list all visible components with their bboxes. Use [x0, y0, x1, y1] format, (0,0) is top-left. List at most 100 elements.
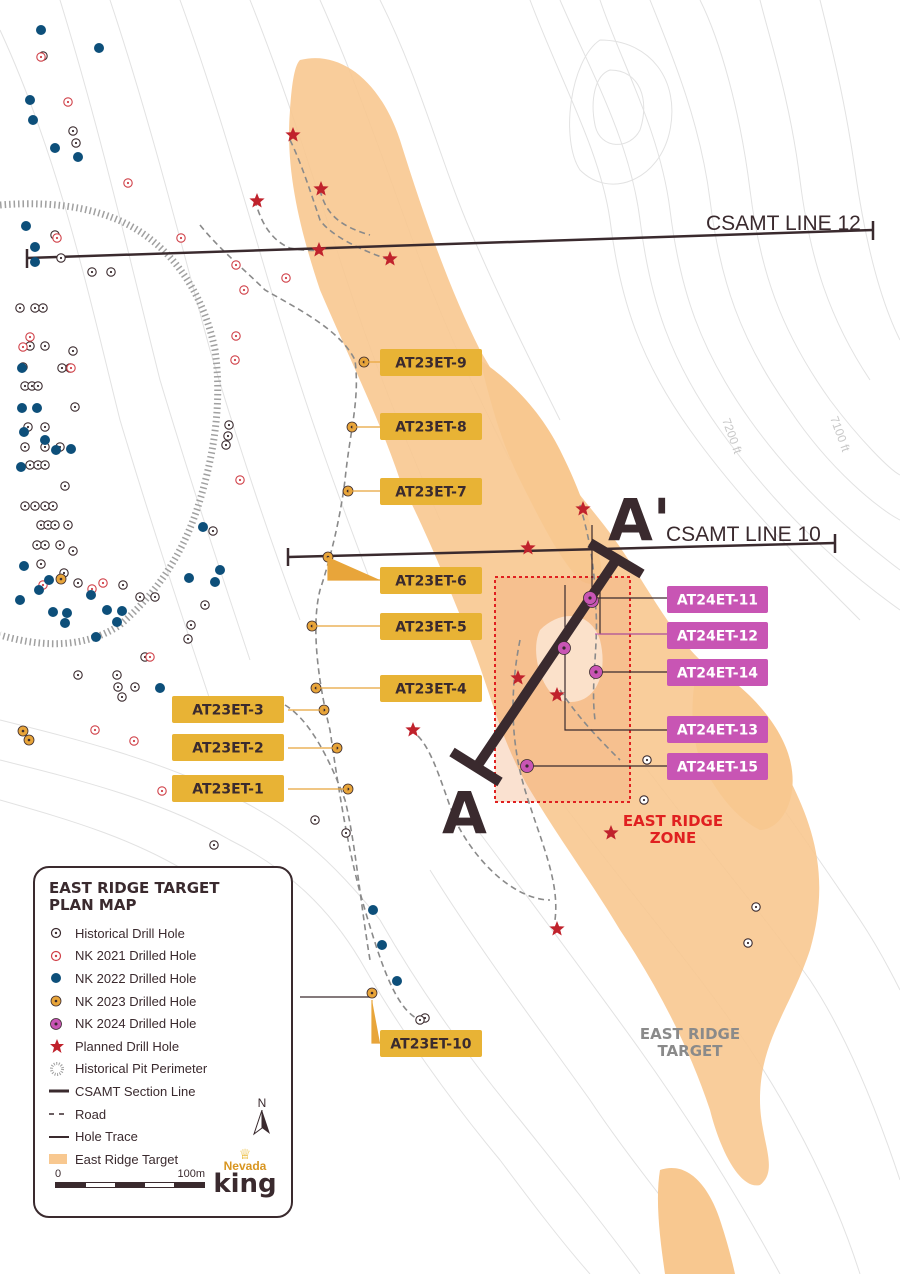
nk2022-drilled-hole — [32, 403, 42, 413]
planned-drill-hole-star — [382, 251, 398, 266]
nk2022-drilled-hole — [44, 575, 54, 585]
historical-drill-hole — [57, 363, 67, 373]
historical-drill-hole — [130, 682, 140, 692]
csamt-line-12-label: CSAMT LINE 12 — [706, 212, 861, 235]
label-leaders — [288, 361, 380, 1044]
nk2022-drilled-hole — [36, 25, 46, 35]
legend-label: NK 2023 Drilled Hole — [75, 993, 197, 1009]
planned-drill-hole-star — [603, 825, 619, 840]
historical-drill-hole — [118, 580, 128, 590]
historical-drill-hole — [68, 126, 78, 136]
nk2022-drilled-hole — [377, 940, 387, 950]
legend-label: East Ridge Target — [75, 1151, 179, 1167]
historical-drill-hole — [743, 938, 753, 948]
historical-drill-hole — [55, 540, 65, 550]
east-ridge-target-label-1: EAST RIDGE — [640, 1025, 740, 1043]
hole-label-2023: AT23ET-5 — [380, 613, 482, 640]
hole-label-text: AT23ET-10 — [390, 1037, 471, 1053]
legend-title-line-1: EAST RIDGE TARGET — [49, 879, 220, 897]
planned-drill-hole-star — [285, 127, 301, 142]
legend-title: EAST RIDGE TARGET PLAN MAP — [49, 880, 277, 914]
contour-label: 7200 ft — [719, 416, 745, 456]
nk2022-drilled-hole — [30, 242, 40, 252]
nk2022-drilled-hole — [215, 565, 225, 575]
hole-label-2024: AT24ET-11 — [667, 586, 768, 613]
scale-start-label: 0 — [55, 1168, 62, 1180]
legend-item-pit: Historical Pit Perimeter — [49, 1058, 277, 1081]
nk2022-drilled-hole — [19, 427, 29, 437]
nk2022-drilled-hole — [28, 115, 38, 125]
historical-drill-hole — [200, 600, 210, 610]
historical-drill-hole — [415, 1015, 425, 1025]
hole-label-text: AT23ET-4 — [395, 682, 467, 698]
historical-drill-hole — [223, 431, 233, 441]
nk2021-drilled-hole — [157, 786, 167, 796]
north-arrow-icon — [253, 1109, 270, 1136]
historical-drill-hole — [50, 520, 60, 530]
nk2022-drilled-hole — [66, 444, 76, 454]
historical-drill-hole — [117, 692, 127, 702]
nk2023-drilled-hole — [55, 573, 67, 585]
hole-labels-2023: AT23ET-9AT23ET-8AT23ET-7AT23ET-6AT23ET-5… — [172, 349, 482, 1057]
historical-drill-hole — [40, 422, 50, 432]
nk2022-drilled-hole — [25, 95, 35, 105]
nk2022-drilled-hole — [102, 605, 112, 615]
historical-drill-hole — [310, 815, 320, 825]
csamt-line-10-label: CSAMT LINE 10 — [666, 523, 821, 546]
historical-drill-hole — [30, 501, 40, 511]
nk2024-drilled-hole — [589, 665, 603, 679]
nk2022-drilled-hole — [19, 561, 29, 571]
nk2022-drilled-hole — [73, 152, 83, 162]
hole-label-text: AT24ET-13 — [677, 723, 758, 739]
north-arrow: N — [250, 1096, 274, 1139]
nk2022-drilled-hole — [198, 522, 208, 532]
scale-bar: 0 100m — [55, 1168, 205, 1198]
historical-hole-icon — [49, 925, 75, 941]
section-start-label: A — [442, 779, 487, 847]
legend-item-target: East Ridge Target — [49, 1148, 277, 1171]
historical-drill-hole — [48, 501, 58, 511]
hole-label-text: AT24ET-11 — [677, 593, 758, 609]
map-legend: EAST RIDGE TARGET PLAN MAP Historical Dr… — [33, 866, 293, 1218]
historical-drill-hole — [40, 501, 50, 511]
legend-item-nk2021: NK 2021 Drilled Hole — [49, 945, 277, 968]
historical-drill-hole — [150, 592, 160, 602]
hole-label-text: AT23ET-5 — [395, 620, 466, 636]
historical-drill-hole — [36, 559, 46, 569]
planned-drill-hole-star — [405, 722, 421, 737]
hole-label-2023: AT23ET-6 — [380, 567, 482, 594]
historical-drill-hole — [642, 755, 652, 765]
historical-drill-hole — [32, 540, 42, 550]
csamt-section-lines — [25, 221, 875, 566]
historical-drill-hole — [25, 460, 35, 470]
nk2022-drilled-hole — [155, 683, 165, 693]
historical-drill-hole — [135, 592, 145, 602]
planned-drill-hole-star — [510, 670, 526, 685]
nk2024-hole-icon — [49, 1016, 75, 1032]
nk2021-drilled-hole — [235, 475, 245, 485]
historical-drill-hole — [60, 481, 70, 491]
nk2021-drilled-hole — [239, 285, 249, 295]
planned-drill-hole-star — [549, 921, 565, 936]
nk2021-drilled-hole — [66, 363, 76, 373]
hole-label-text: AT24ET-14 — [677, 666, 758, 682]
hole-label-text: AT23ET-8 — [395, 420, 466, 436]
historical-drill-hole — [40, 460, 50, 470]
historical-drill-hole — [186, 620, 196, 630]
nk2022-drilled-hole — [210, 577, 220, 587]
legend-label: Historical Drill Hole — [75, 925, 185, 941]
nk2022-drilled-hole — [91, 632, 101, 642]
legend-title-line-2: PLAN MAP — [49, 896, 137, 914]
dashed-line-icon — [49, 1106, 75, 1122]
historical-drill-hole — [208, 526, 218, 536]
historical-drill-hole — [112, 670, 122, 680]
nk2023-hole-icon — [49, 993, 75, 1009]
nk2022-drilled-hole — [17, 403, 27, 413]
nk2021-drilled-hole — [36, 52, 46, 62]
nevada-king-logo: ♕ Nevada king — [210, 1147, 280, 1197]
planned-drill-hole-star — [311, 242, 327, 257]
nk2022-drilled-hole — [117, 606, 127, 616]
drill-holes — [15, 25, 761, 1025]
nk2023-drilled-hole — [366, 987, 378, 999]
section-end-label: A' — [608, 486, 671, 554]
